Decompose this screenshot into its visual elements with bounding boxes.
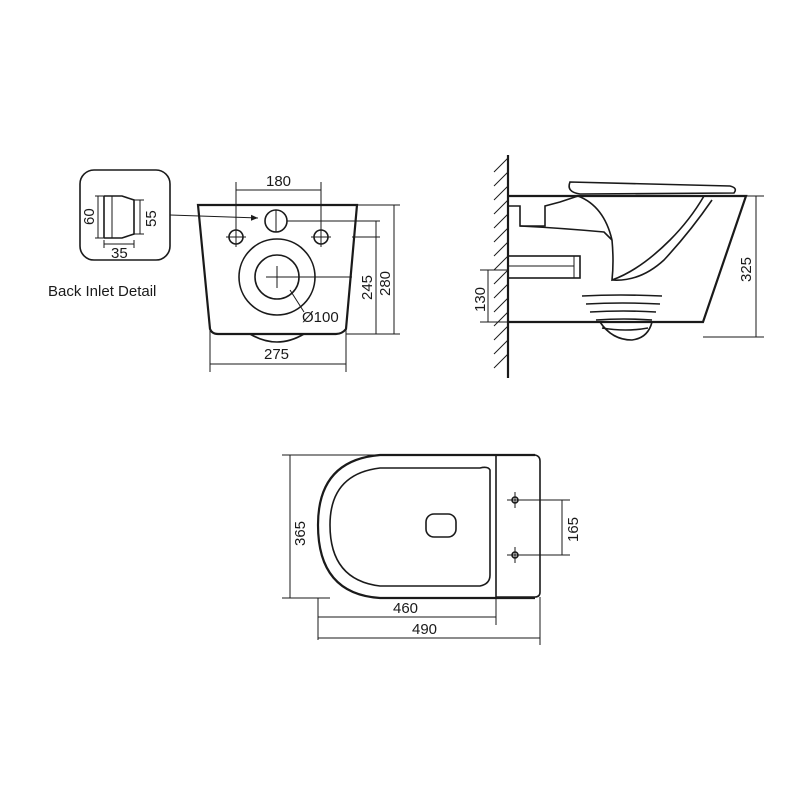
detail-leader-arrow	[169, 214, 259, 221]
trap-rings	[581, 294, 663, 331]
front-dim-180: 180	[266, 173, 291, 190]
top-view: 165 365 460 490	[282, 453, 582, 645]
side-dim-325: 325	[738, 257, 755, 282]
top-dim-490: 490	[412, 621, 437, 638]
top-dim-165: 165	[565, 517, 582, 542]
side-dim-130: 130	[472, 287, 489, 312]
back-inlet-caption: Back Inlet Detail	[48, 283, 156, 300]
detail-dim-60: 60	[81, 208, 98, 225]
front-view: Ø100 180 275 245 280	[196, 173, 400, 372]
back-inlet-detail: 60 55 35 Back Inlet Detail	[48, 169, 259, 300]
front-dim-245: 245	[359, 275, 376, 300]
outlet-pipe	[507, 255, 581, 279]
front-view-outline	[196, 203, 359, 336]
wall-hatch	[493, 157, 509, 369]
outlet-diameter-label: Ø100	[302, 309, 339, 326]
top-inner-bowl	[329, 466, 491, 587]
inlet-pipe	[508, 195, 579, 227]
detail-dim-55: 55	[143, 210, 160, 227]
detail-dim-35: 35	[111, 245, 128, 262]
bowl-outline	[508, 194, 748, 324]
top-tank	[495, 454, 541, 598]
top-outer-body	[316, 453, 535, 600]
bowl-inner	[577, 195, 705, 282]
top-dim-365: 365	[292, 521, 309, 546]
front-dim-275: 275	[264, 346, 289, 363]
top-drain	[425, 513, 457, 538]
side-view: 130 325	[472, 155, 764, 378]
seat-lid	[568, 181, 737, 195]
top-dim-460: 460	[393, 600, 418, 617]
front-dim-280: 280	[377, 271, 394, 296]
inlet-profile	[103, 195, 135, 239]
